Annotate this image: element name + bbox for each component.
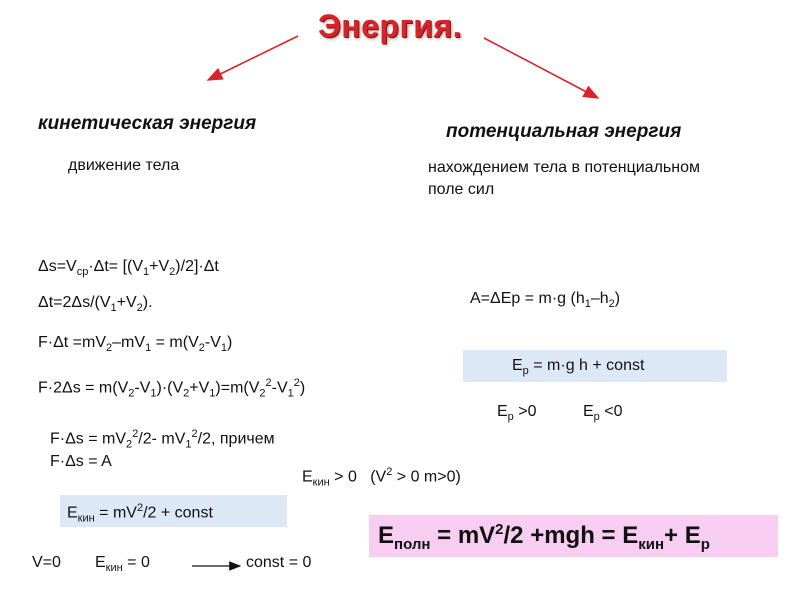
arrow-to-kinetic — [206, 35, 299, 81]
potential-energy-formula: Ep = m·g h + const — [512, 357, 645, 378]
equation-potential-work: A=ΔEp = m·g (h1–h2) — [470, 290, 621, 311]
arrow-to-potential — [483, 37, 600, 99]
const-zero: const = 0 — [246, 554, 312, 571]
page-title: Энергия. — [318, 8, 462, 44]
potential-sign-negative: Ep <0 — [583, 403, 623, 424]
velocity-zero: V=0 — [32, 554, 61, 571]
total-energy-box — [369, 515, 778, 557]
equation-impulse: F·Δt =mV2–mV1 = m(V2-V1) — [38, 334, 233, 355]
potential-subtitle: нахождением тела в потенциальном поле си… — [428, 157, 700, 201]
kinetic-heading: кинетическая энергия — [38, 113, 257, 134]
equation-delta-t: Δt=2Δs/(V1+V2). — [38, 294, 153, 315]
potential-sign-positive: Ep >0 — [497, 403, 537, 424]
equation-work-ds: F·Δs = mV22/2- mV12/2, причем — [50, 428, 275, 451]
total-energy-formula: Eполн = mV2/2 +mgh = Eкин+ Ep — [378, 521, 710, 553]
kinetic-energy-formula: Eкин = mV2/2 + const — [67, 502, 213, 525]
potential-energy-box — [463, 350, 727, 382]
potential-subtitle-line2: поле сил — [428, 181, 495, 198]
equation-work-2ds: F·2Δs = m(V2-V1)·(V2+V1)=m(V22-V12) — [38, 377, 306, 400]
kinetic-subtitle: движение тела — [68, 157, 180, 174]
kinetic-positive-condition: Eкин > 0 (V2 > 0 m>0) — [302, 466, 461, 489]
equation-work-a: F·Δs = A — [50, 453, 112, 470]
equation-delta-s: Δs=Vср·Δt= [(V1+V2)/2]·Δt — [38, 258, 219, 279]
potential-heading: потенциальная энергия — [446, 121, 682, 142]
kinetic-energy-box — [60, 495, 287, 527]
kinetic-zero: Eкин = 0 — [95, 554, 150, 575]
potential-subtitle-line1: нахождением тела в потенциальном — [428, 159, 700, 176]
